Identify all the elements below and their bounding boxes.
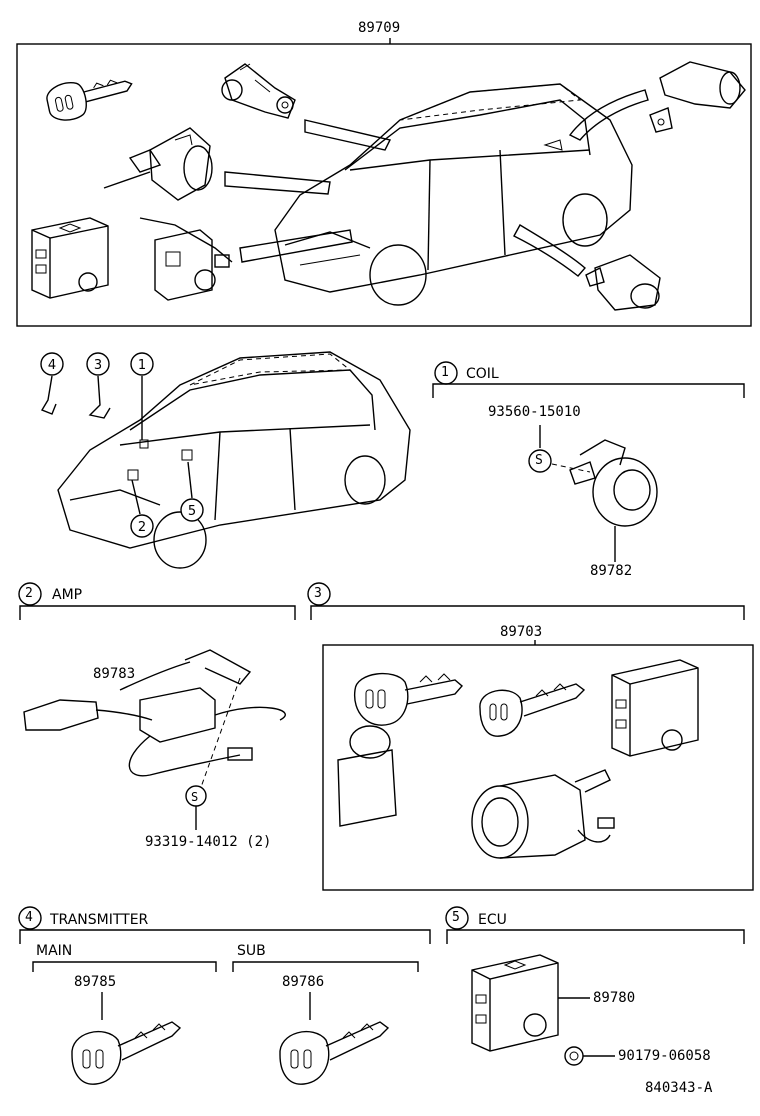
amp-section: [18, 582, 296, 830]
diagram-reference-code: 840343-A: [645, 1080, 713, 1096]
pointer-arrows: [224, 89, 649, 277]
coil-part-number: 89782: [590, 563, 633, 579]
coil-section-number: 1: [441, 365, 449, 380]
ecu-unit-icon: [471, 954, 559, 1052]
key-set-part-number: 89703: [500, 624, 543, 640]
main-transmitter-part-number: 89785: [74, 974, 117, 990]
coil-section: [432, 361, 745, 562]
callout-circles: 4 3 1 2 5: [40, 352, 204, 538]
coil-section-title: COIL: [466, 366, 499, 382]
key-set-section-number: 3: [314, 586, 322, 601]
main-transmitter-key-icon: [71, 1021, 182, 1085]
sub-transmitter-key-icon: [279, 1021, 390, 1085]
ecu-bolt-part-number: 90179-06058: [618, 1048, 711, 1064]
main-transmitter-label: MAIN: [36, 943, 73, 959]
sub-transmitter-label: SUB: [237, 943, 266, 959]
transmitter-section-title: TRANSMITTER: [50, 912, 149, 928]
transmitter-section-number: 4: [25, 910, 33, 925]
amp-part-number: 89783: [93, 666, 136, 682]
callout-number: 2: [138, 520, 146, 535]
coil-icon: [569, 439, 658, 527]
key-icon: [46, 79, 133, 121]
top-assembly-frame: [16, 38, 752, 327]
door-lock-cylinder-icon: [221, 63, 296, 119]
amp-screw-part-number: 93319-14012 (2): [145, 834, 272, 850]
ignition-switch-icon: [103, 127, 213, 201]
amp-section-title: AMP: [52, 587, 83, 603]
bolt-icon: [564, 1046, 584, 1066]
vehicle-overview-top: [274, 83, 633, 306]
callout-number: 5: [188, 504, 196, 519]
transmitter-section: [18, 906, 431, 1085]
amp-screw-badge: S: [191, 790, 199, 804]
callout-number: 3: [94, 358, 102, 373]
vehicle-callout-map: [40, 351, 411, 569]
coil-screw-badge: S: [535, 453, 543, 468]
ecu-part-number: 89780: [593, 990, 636, 1006]
ignition-cylinder-icon: [471, 769, 615, 859]
key-icon: [479, 683, 586, 737]
ecu-section: [445, 906, 745, 1066]
ecu-section-title: ECU: [478, 912, 507, 928]
ecu-section-number: 5: [452, 910, 460, 925]
rear-lock-cylinder-icon: [649, 61, 746, 133]
amplifier-icon: [139, 217, 233, 301]
trunk-lock-icon: [585, 254, 661, 311]
coil-screw-part-number: 93560-15010: [488, 404, 581, 420]
ecu-box-icon: [31, 217, 109, 299]
top-assembly-part-number: 89709: [358, 20, 401, 36]
key-with-tag-icon: [337, 672, 463, 827]
sub-transmitter-part-number: 89786: [282, 974, 325, 990]
key-set-section: [307, 582, 754, 891]
amp-section-number: 2: [25, 586, 33, 601]
ecu-box-icon: [611, 659, 699, 757]
callout-number: 1: [138, 358, 146, 373]
amp-harness-icon: [23, 649, 286, 777]
callout-number: 4: [48, 358, 56, 373]
